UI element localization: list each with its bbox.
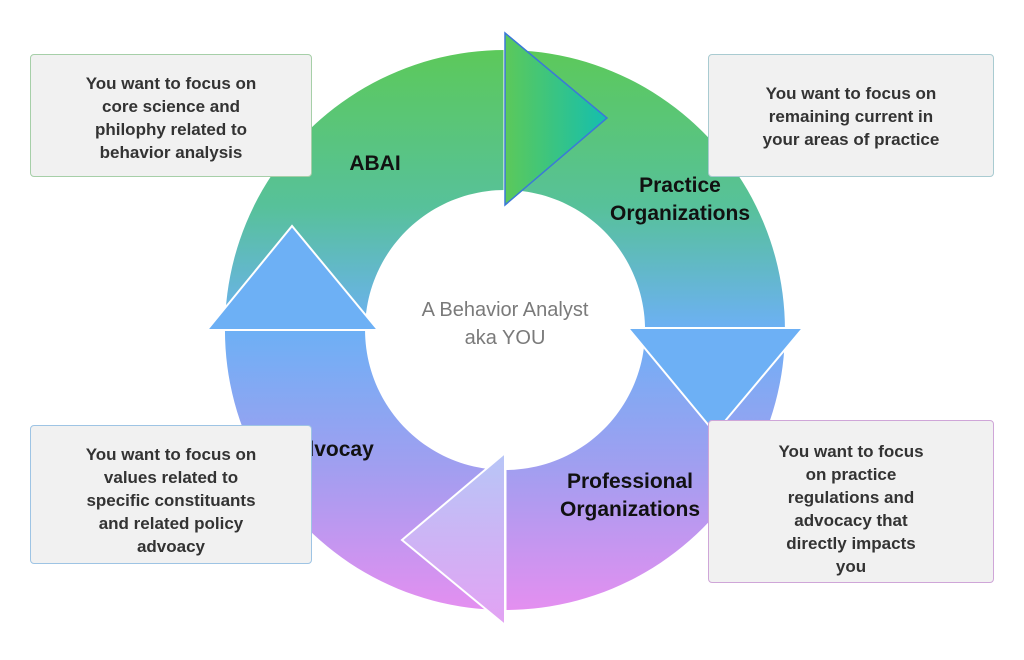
segment-label-abai: ABAI (349, 152, 401, 175)
arrowhead-left (204, 224, 381, 331)
center-label: A Behavior Analyst aka YOU (421, 299, 589, 349)
arrowhead-right (625, 327, 806, 435)
arrowhead-top (504, 31, 609, 207)
callout-abai: You want to focus on core science and ph… (30, 54, 312, 177)
segment-label-practice-organizations: Practice Organizations (609, 174, 751, 225)
arrowhead-bottom (400, 450, 506, 628)
cycle-ring (224, 50, 785, 610)
callout-advocacy: You want to focus on values related to s… (30, 425, 312, 564)
callout-professional-organizations: You want to focus on practice regulation… (708, 420, 994, 583)
callout-practice-organizations: You want to focus on remaining current i… (708, 54, 994, 177)
segment-label-professional-organizations: Professional Organizations (559, 470, 701, 521)
